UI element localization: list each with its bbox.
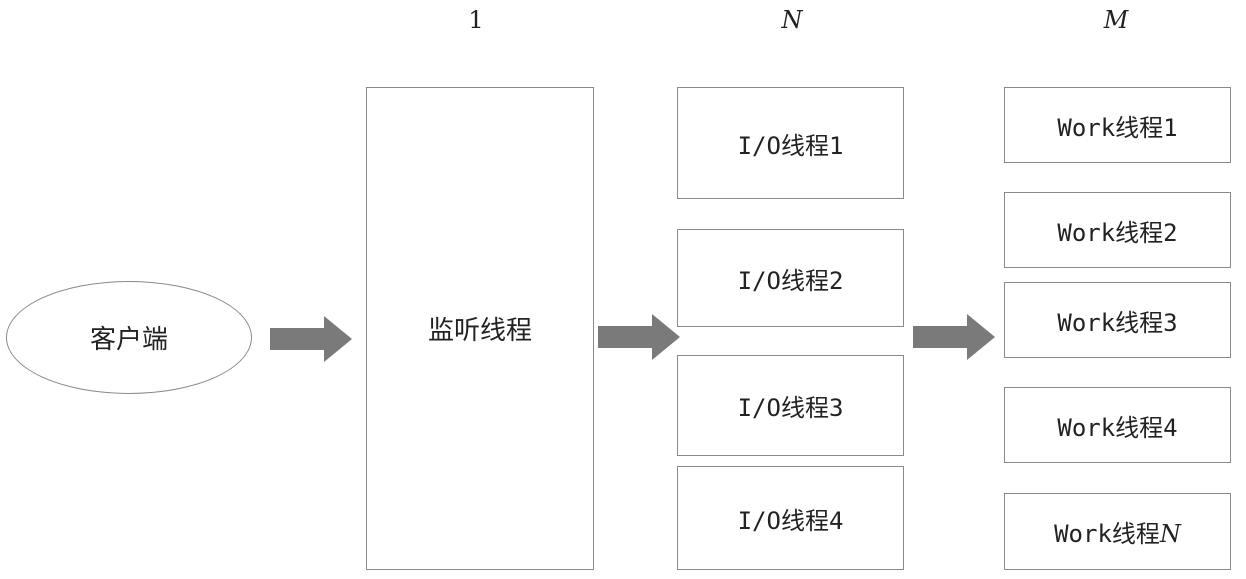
- io-thread-label: I/O线程3: [737, 394, 844, 422]
- work-thread-box-1: Work线程1: [1004, 87, 1231, 163]
- arrow-client-to-listener: [270, 316, 352, 362]
- work-thread-label: Work线程3: [1057, 308, 1178, 337]
- work-thread-label: Work线程2: [1057, 218, 1178, 247]
- listener-count-label: 1: [468, 6, 484, 34]
- work-thread-label-suffix: N: [1159, 520, 1181, 548]
- client-label: 客户端: [89, 325, 168, 355]
- io-count-label: N: [781, 6, 803, 34]
- io-thread-box-1: I/O线程1: [677, 87, 904, 199]
- listener-thread-box: 监听线程: [366, 87, 594, 570]
- work-thread-label: Work线程N: [1054, 514, 1181, 549]
- work-thread-label: Work线程4: [1057, 413, 1178, 442]
- io-thread-box-3: I/O线程3: [677, 355, 904, 456]
- work-thread-label: Work线程1: [1057, 113, 1178, 142]
- client-node: 客户端: [6, 281, 252, 394]
- io-thread-label: I/O线程1: [737, 131, 844, 160]
- io-thread-label: I/O线程2: [737, 266, 844, 295]
- worker-count-label: M: [1103, 6, 1129, 34]
- work-thread-box-3: Work线程3: [1004, 282, 1231, 358]
- work-thread-box-n: Work线程N: [1004, 493, 1231, 570]
- arrow-listener-to-io: [598, 314, 680, 360]
- io-thread-label: I/O线程4: [737, 506, 844, 535]
- work-thread-box-2: Work线程2: [1004, 192, 1231, 268]
- work-thread-label-prefix: Work线程: [1054, 520, 1160, 548]
- work-thread-box-4: Work线程4: [1004, 387, 1231, 463]
- listener-thread-label: 监听线程: [427, 316, 532, 346]
- arrow-io-to-work: [913, 314, 995, 360]
- io-thread-box-2: I/O线程2: [677, 229, 904, 327]
- io-thread-box-4: I/O线程4: [677, 466, 904, 570]
